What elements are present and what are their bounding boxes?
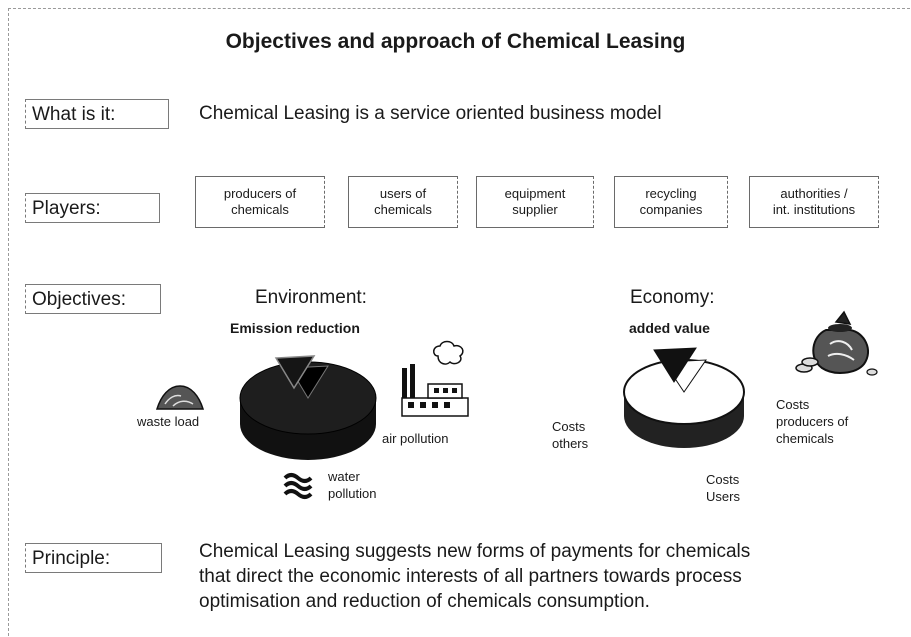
what-is-it-text: Chemical Leasing is a service oriented b… [199,103,662,124]
player-authorities-int-institutions: authorities /int. institutions [749,176,879,228]
waste-load-label: waste load [137,414,200,429]
water-icon [283,473,313,499]
diagram-frame [8,8,910,636]
money-bag-icon [795,310,878,376]
air-pollution-label: air pollution [382,431,449,446]
principle-text: Chemical Leasing suggests new forms of p… [199,541,751,612]
costs-pie-chart [623,347,745,448]
environment-heading: Environment: [255,287,367,308]
page-title: Objectives and approach of Chemical Leas… [225,30,686,53]
waste-heap-icon [155,385,205,410]
what-is-it-label: What is it: [25,99,169,129]
added-value-label: added value [629,320,710,336]
objectives-label: Objectives: [25,284,161,314]
players-label: Players: [25,193,160,223]
emission-pie-chart [239,355,377,460]
economy-heading: Economy: [630,287,715,308]
factory-icon [401,340,469,417]
principle-label: Principle: [25,543,162,573]
emission-reduction-label: Emission reduction [230,320,360,336]
